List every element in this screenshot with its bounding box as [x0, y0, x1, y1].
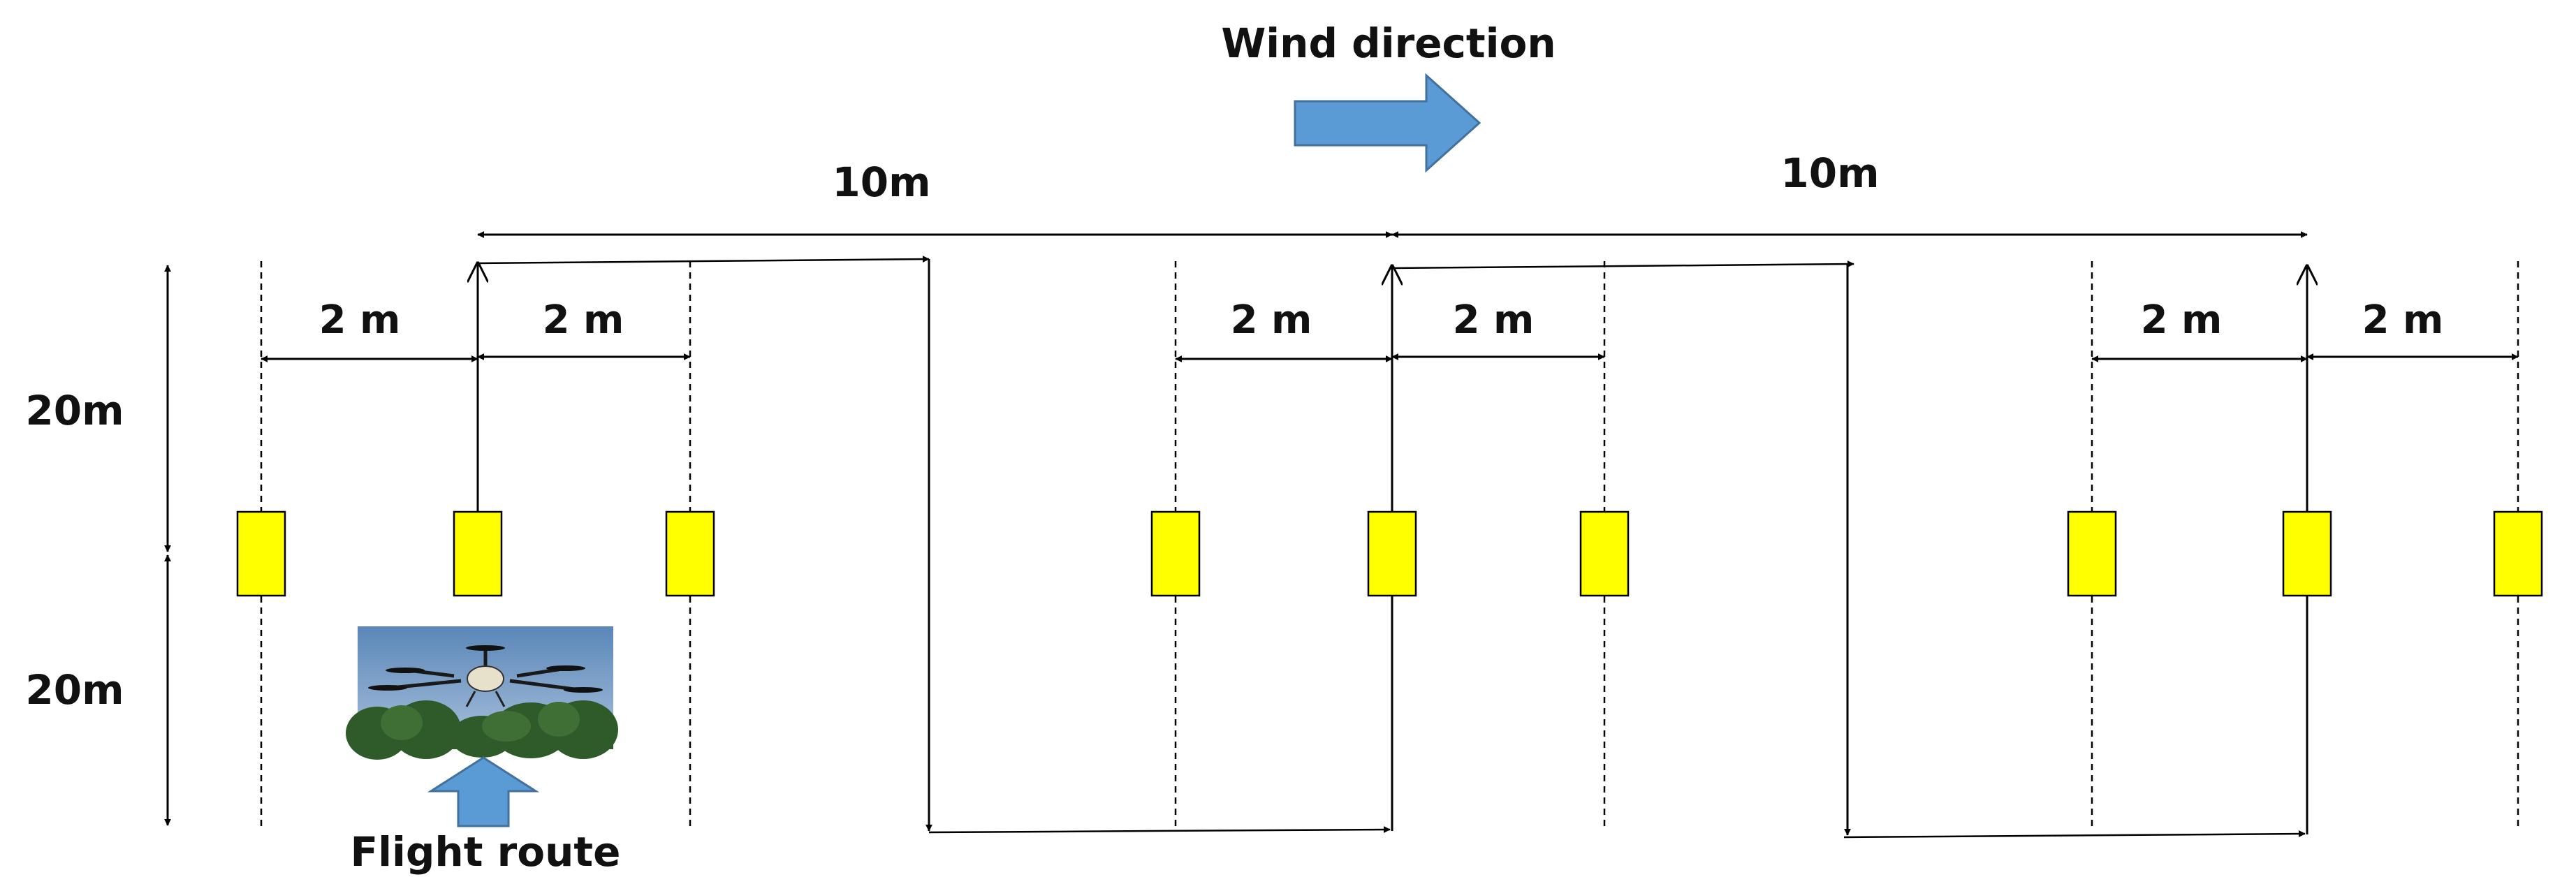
- flight-route-label: Flight route: [351, 828, 621, 876]
- wind-arrow-icon: [1294, 73, 1481, 173]
- flight-leg-top: [477, 256, 930, 265]
- gap-dimensions: [261, 353, 2519, 362]
- collector-card: [2493, 510, 2543, 597]
- flight-leg-bottom: [1843, 830, 2306, 839]
- collectors: [236, 510, 2543, 597]
- flight-leg-bottom: [928, 826, 1391, 834]
- span-label-left: 10m: [832, 159, 930, 206]
- collector-card: [2067, 510, 2117, 597]
- gap-label: 2 m: [543, 297, 624, 343]
- collector-card: [236, 510, 286, 597]
- height-label-upper: 20m: [25, 387, 124, 434]
- gap-label: 2 m: [1453, 297, 1535, 343]
- collector-card: [665, 510, 715, 597]
- collector-card: [1579, 510, 1630, 597]
- flight-route-arrow-icon: [427, 756, 540, 827]
- drone-photo: [346, 626, 618, 760]
- gap-label: 2 m: [1231, 297, 1312, 343]
- collector-card: [2282, 510, 2332, 597]
- collector-card: [1150, 510, 1201, 597]
- collector-card: [1367, 510, 1417, 597]
- gap-label: 2 m: [319, 297, 401, 343]
- height-label-lower: 20m: [25, 666, 124, 714]
- wind-direction-label: Wind direction: [1221, 20, 1556, 67]
- gap-label: 2 m: [2362, 297, 2444, 343]
- flight-leg-top: [1391, 260, 1854, 270]
- gap-label: 2 m: [2141, 297, 2223, 343]
- span-label-right: 10m: [1780, 149, 1879, 197]
- collector-card: [453, 510, 503, 597]
